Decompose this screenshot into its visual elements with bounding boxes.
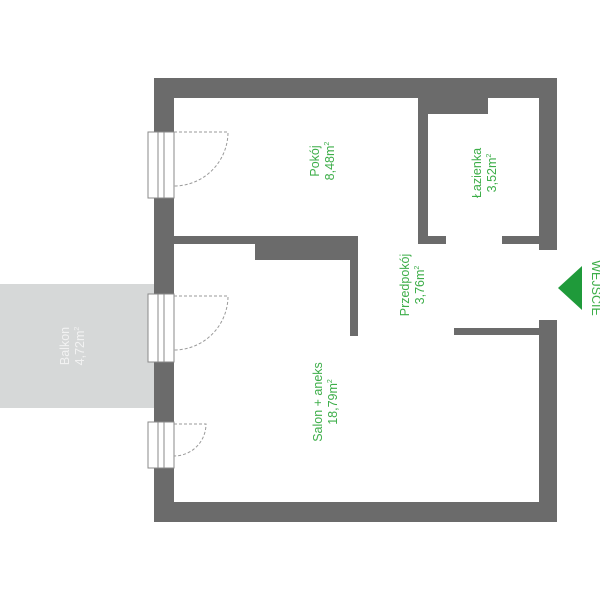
bathroom-wall-top-block [418, 98, 488, 114]
room-label-salon: Salon + aneks 18,79m2 [311, 362, 340, 442]
room-name: Pokój [308, 145, 322, 176]
partition-wall-vertical [350, 236, 358, 336]
outer-wall-right-lower [539, 320, 557, 522]
entrance-label: WEJŚCIE [589, 260, 600, 316]
window-pokoj [147, 131, 175, 199]
room-label-balkon: Balkon 4,72m2 [58, 327, 87, 366]
bathroom-wall-left [418, 98, 428, 244]
bathroom-wall-bottom-left [418, 236, 446, 244]
entrance-text: WEJŚCIE [589, 260, 600, 316]
window-salon [147, 293, 175, 363]
outer-wall-left-4 [154, 468, 174, 522]
partition-wall-block [255, 236, 358, 260]
room-area: 3,52m2 [485, 154, 499, 193]
bathroom-wall-bottom-right [502, 236, 539, 244]
room-name: Salon + aneks [311, 362, 325, 442]
room-label-przedpokoj: Przedpokój 3,76m2 [398, 254, 427, 317]
room-label-pokoj: Pokój 8,48m2 [308, 142, 337, 181]
windows [147, 131, 175, 469]
entrance-jamb-bottom [539, 320, 557, 328]
room-name: Łazienka [470, 148, 484, 198]
entrance-arrow-icon [558, 266, 582, 310]
swing-salon [173, 295, 229, 351]
room-area: 8,48m2 [323, 142, 337, 181]
outer-wall-bottom [154, 502, 557, 522]
outer-wall-left-2 [154, 198, 174, 294]
hallway-wall-stub [454, 328, 539, 335]
outer-wall-right-upper [539, 78, 557, 250]
room-area: 4,72m2 [73, 327, 87, 366]
window-salon-small [147, 421, 175, 469]
outer-wall-top [154, 78, 557, 98]
swing-salon-small [173, 423, 207, 457]
walls [154, 78, 557, 522]
swing-pokoj [173, 131, 229, 187]
balcony-area [0, 284, 154, 408]
outer-wall-left-1 [154, 78, 174, 132]
room-area: 18,79m2 [326, 379, 340, 425]
room-area: 3,76m2 [413, 266, 427, 305]
room-name: Balkon [58, 327, 72, 365]
room-label-lazienka: Łazienka 3,52m2 [470, 148, 499, 198]
door-swings [173, 131, 229, 457]
outer-wall-left-3 [154, 362, 174, 422]
room-name: Przedpokój [398, 254, 412, 317]
